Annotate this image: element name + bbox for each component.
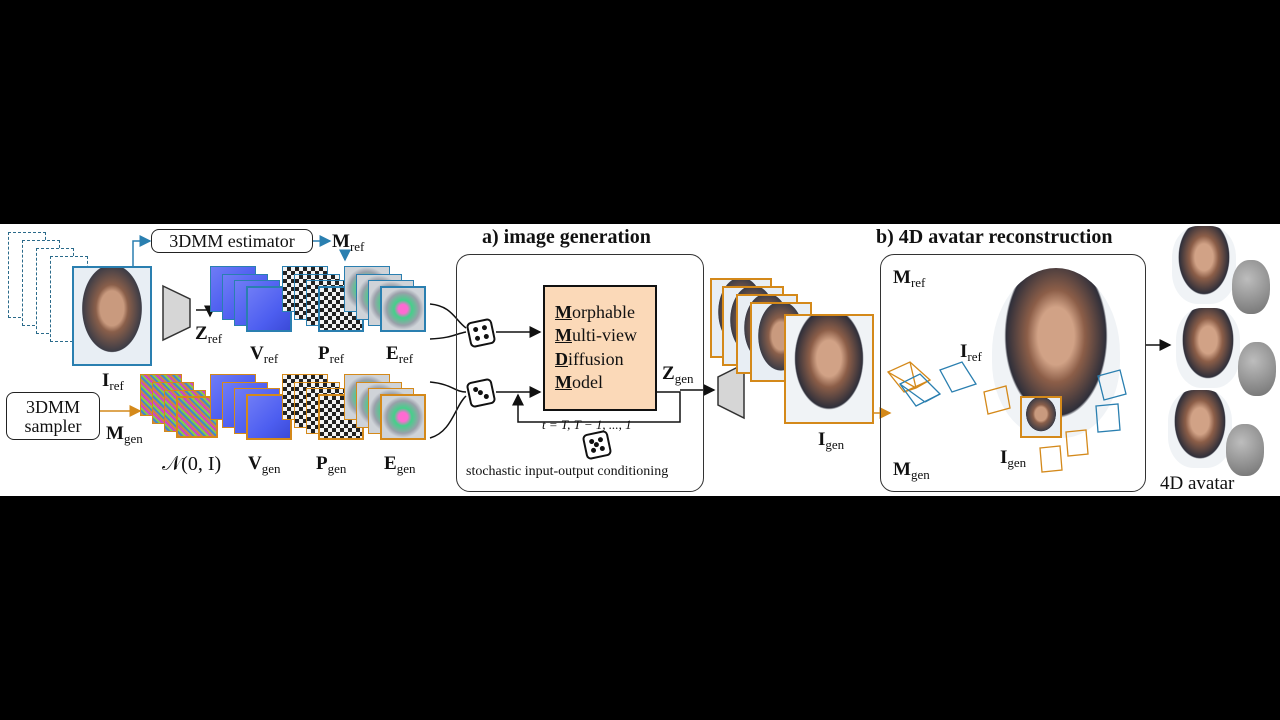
avatar-view-1-photo xyxy=(1172,226,1236,304)
e-gen-map xyxy=(380,394,426,440)
figure-band: Iref Zref 3DMM estimator Mref Vref Pref … xyxy=(0,224,1280,496)
label-v-gen: Vgen xyxy=(248,453,281,476)
label-p-ref: Pref xyxy=(318,343,345,366)
label-z-gen: Zgen xyxy=(662,363,694,386)
avatar-reconstruction-panel xyxy=(880,254,1146,492)
avatar-view-3-mesh xyxy=(1226,424,1264,476)
label-e-gen: Egen xyxy=(384,453,416,476)
heading-image-generation: a) image generation xyxy=(482,226,651,248)
e-ref-map xyxy=(380,286,426,332)
avatar-caption: 4D avatar xyxy=(1160,473,1235,494)
conditioning-caption: stochastic input-output conditioning xyxy=(466,464,669,479)
avatar-view-2-photo xyxy=(1176,308,1240,388)
label-m-gen-left: Mgen xyxy=(106,423,143,446)
label-m-ref-panel: Mref xyxy=(893,267,926,290)
image-generation-panel xyxy=(456,254,704,492)
3dmm-estimator-box: 3DMM estimator xyxy=(151,229,313,253)
label-z-ref: Zref xyxy=(195,323,223,346)
label-i-gen-panel: Igen xyxy=(1000,447,1027,470)
ref-image-face xyxy=(72,266,152,366)
avatar-view-2-mesh xyxy=(1238,342,1276,396)
label-i-ref: Iref xyxy=(102,370,124,393)
label-noise: 𝒩(0, I) xyxy=(162,453,222,475)
loop-timesteps: t = T, T − 1, ..., 1 xyxy=(542,417,632,432)
label-p-gen: Pgen xyxy=(316,453,347,476)
label-i-ref-panel: Iref xyxy=(960,341,982,364)
label-i-gen: Igen xyxy=(818,429,845,452)
gen-camera-thumbnail xyxy=(1020,396,1062,438)
label-e-ref: Eref xyxy=(386,343,414,366)
gen-image-face xyxy=(784,314,874,424)
avatar-view-3-photo xyxy=(1168,390,1232,468)
avatar-view-1-mesh xyxy=(1232,260,1270,314)
label-v-ref: Vref xyxy=(250,343,279,366)
camera-frustums xyxy=(886,361,1127,473)
mmdm-box: Morphable Multi-view Diffusion Model xyxy=(543,285,657,411)
label-m-ref-top: Mref xyxy=(332,231,365,254)
heading-avatar-reconstruction: b) 4D avatar reconstruction xyxy=(876,226,1113,248)
label-m-gen-panel: Mgen xyxy=(893,459,930,482)
